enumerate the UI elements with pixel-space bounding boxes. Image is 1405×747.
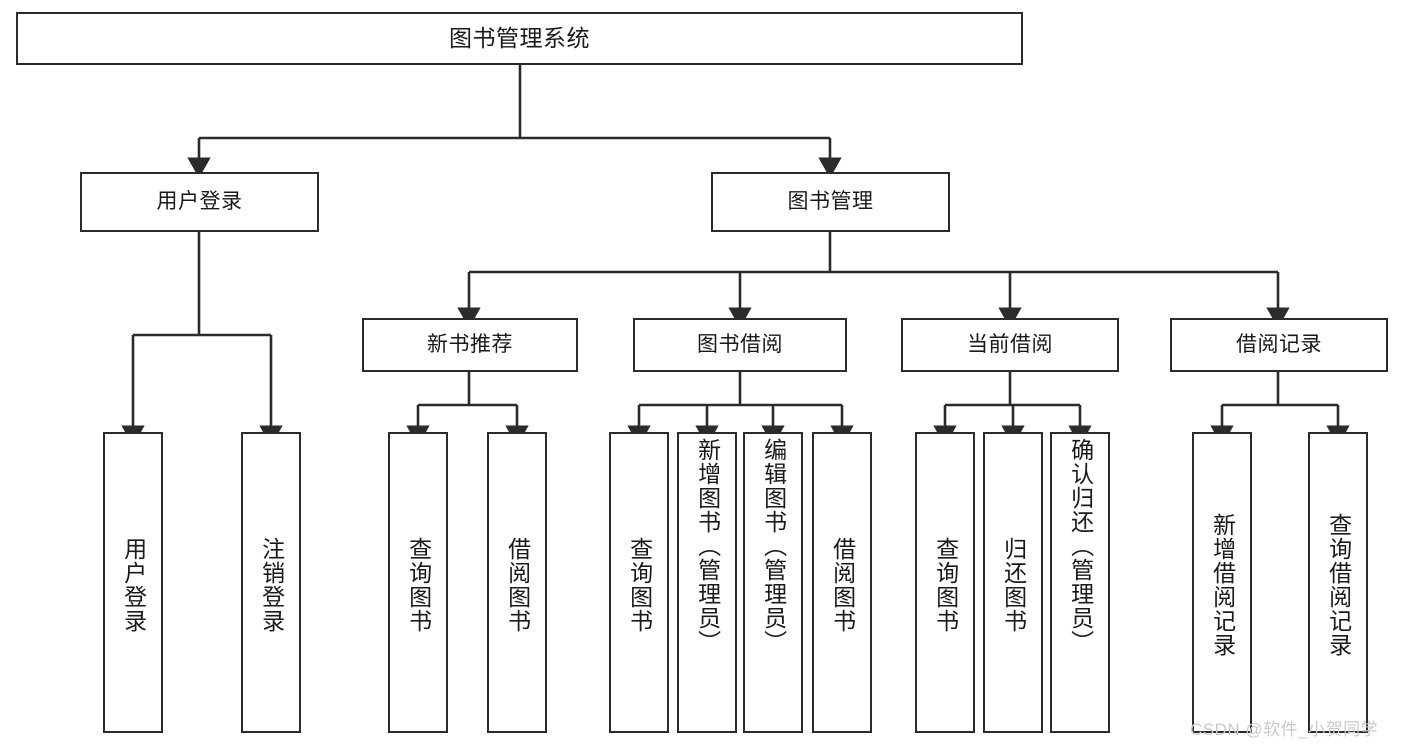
connector-lines: [121, 65, 1350, 447]
leaf-query-borrowing-record[interactable]: 查询借阅记录: [1308, 432, 1368, 733]
node-label: 用户登录: [156, 190, 243, 214]
node-label: 图书管理: [787, 190, 874, 214]
leaf-query-book-borrowing[interactable]: 查询图书: [609, 432, 669, 733]
node-label: 查询图书: [405, 536, 432, 633]
node-new-book-recommendation[interactable]: 新书推荐: [362, 318, 578, 372]
node-label: 确认归还（管理员）: [1067, 438, 1094, 654]
node-label: 用户登录: [120, 536, 147, 633]
node-label: 借阅记录: [1236, 333, 1322, 357]
leaf-borrow-book-borrowing[interactable]: 借阅图书: [812, 432, 872, 733]
leaf-confirm-return-admin[interactable]: 确认归还（管理员）: [1050, 432, 1110, 733]
node-label: 查询借阅记录: [1325, 512, 1352, 657]
node-root-system[interactable]: 图书管理系统: [16, 12, 1023, 65]
node-label: 图书借阅: [697, 333, 783, 357]
leaf-return-book[interactable]: 归还图书: [983, 432, 1043, 733]
node-label: 新增图书（管理员）: [694, 438, 721, 654]
node-label: 归还图书: [1000, 536, 1027, 633]
leaf-borrow-book-newbook[interactable]: 借阅图书: [487, 432, 547, 733]
leaf-add-book-admin[interactable]: 新增图书（管理员）: [677, 432, 737, 733]
leaf-edit-book-admin[interactable]: 编辑图书（管理员）: [743, 432, 803, 733]
node-borrowing-records[interactable]: 借阅记录: [1170, 318, 1388, 372]
node-label: 新增借阅记录: [1209, 512, 1236, 657]
node-label: 注销登录: [258, 536, 285, 633]
node-user-login[interactable]: 用户登录: [80, 172, 319, 232]
node-label: 借阅图书: [504, 536, 531, 633]
node-label: 借阅图书: [829, 536, 856, 633]
node-label: 编辑图书（管理员）: [760, 438, 787, 654]
node-label: 查询图书: [932, 536, 959, 633]
node-book-management[interactable]: 图书管理: [711, 172, 950, 232]
csdn-watermark: CSDN @软件_小贺同学: [1190, 720, 1379, 739]
node-book-borrowing[interactable]: 图书借阅: [633, 318, 847, 372]
node-current-borrowing[interactable]: 当前借阅: [901, 318, 1119, 372]
leaf-logout[interactable]: 注销登录: [241, 432, 301, 733]
node-label: 新书推荐: [427, 333, 513, 357]
leaf-user-login[interactable]: 用户登录: [103, 432, 163, 733]
leaf-add-borrowing-record[interactable]: 新增借阅记录: [1192, 432, 1252, 733]
leaf-query-book-current[interactable]: 查询图书: [915, 432, 975, 733]
node-label: 查询图书: [626, 536, 653, 633]
leaf-query-book-newbook[interactable]: 查询图书: [388, 432, 448, 733]
node-label: 图书管理系统: [449, 24, 590, 51]
node-label: 当前借阅: [967, 333, 1053, 357]
